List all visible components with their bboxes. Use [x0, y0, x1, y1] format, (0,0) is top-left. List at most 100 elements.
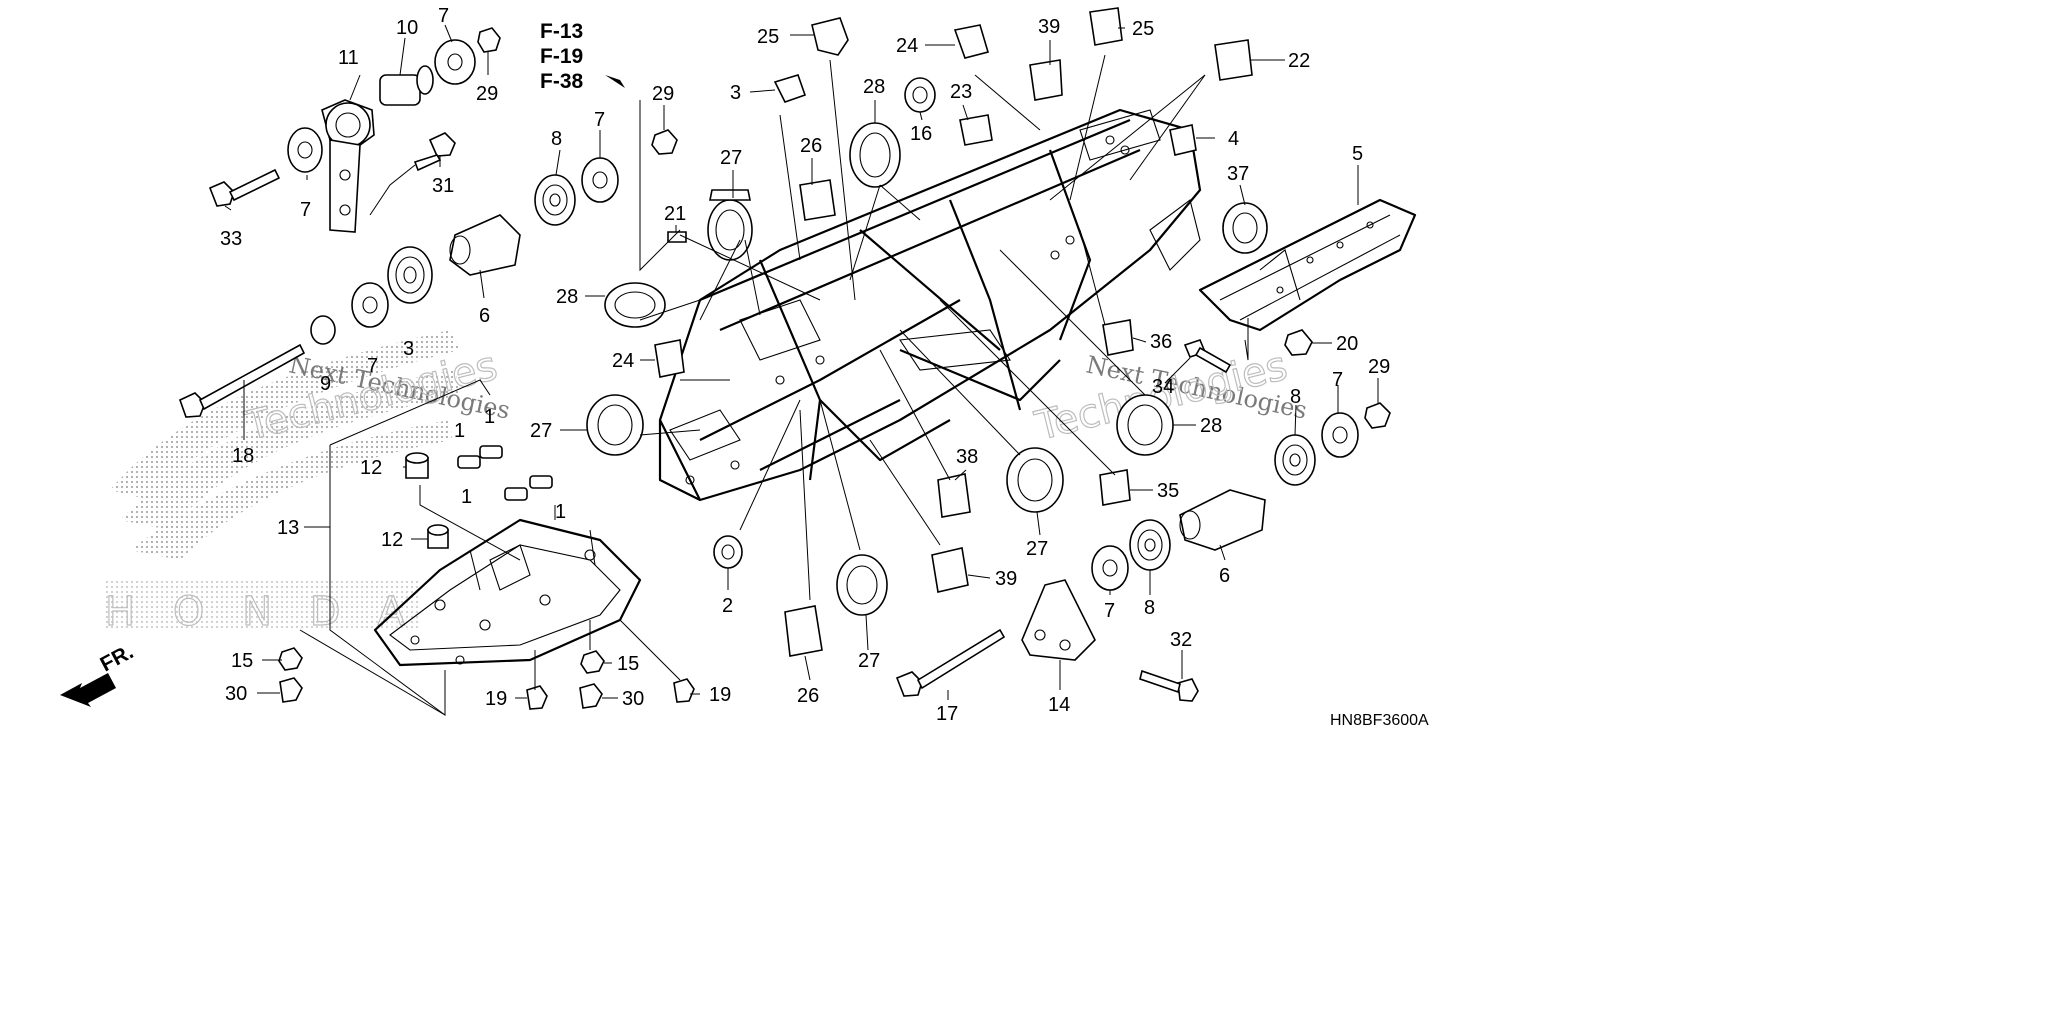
callout-12: 12 — [360, 457, 382, 479]
callout-32: 32 — [1170, 629, 1192, 651]
callout-13: 13 — [277, 517, 299, 539]
nuts-15 — [278, 647, 605, 674]
nut-20 — [1284, 329, 1313, 356]
washer-7-bottom — [1091, 545, 1129, 591]
grommets-1 — [457, 445, 553, 501]
callout-27: 27 — [858, 650, 880, 672]
callout-34: 34 — [1152, 376, 1174, 398]
callout-29: 29 — [476, 83, 498, 105]
callout-18: 18 — [232, 445, 254, 467]
nut-29-right — [1364, 402, 1391, 429]
bushing-8-lower — [1129, 519, 1171, 571]
front-direction-arrow: FR. — [60, 640, 137, 707]
clamp-24-top — [953, 24, 990, 59]
honda-wing-watermark — [105, 330, 460, 630]
drawing-code: HN8BF3600A — [1330, 712, 1429, 729]
clamp-35 — [1099, 469, 1131, 506]
callout-4: 4 — [1228, 128, 1239, 150]
callout-26: 26 — [800, 135, 822, 157]
callout-25: 25 — [1132, 18, 1154, 40]
band-28-right — [1116, 394, 1174, 456]
bushing-3-left — [387, 246, 433, 304]
callout-35: 35 — [1157, 480, 1179, 502]
callout-12: 12 — [381, 529, 403, 551]
damper-6-left — [449, 214, 521, 276]
washer-7-left — [287, 127, 323, 173]
callout-19: 19 — [485, 688, 507, 710]
clamp-39-lower — [931, 547, 969, 593]
callout-7: 7 — [1332, 369, 1343, 391]
callout-20: 20 — [1336, 333, 1358, 355]
band-28-left — [604, 282, 666, 328]
bushing-8-right — [1274, 434, 1316, 486]
callout-3: 3 — [403, 338, 414, 360]
callout-37: 37 — [1227, 163, 1249, 185]
callout-7: 7 — [594, 109, 605, 131]
bushing-8-upper — [534, 174, 576, 226]
band-37 — [1222, 202, 1268, 254]
callout-5: 5 — [1352, 143, 1363, 165]
clamp-25-top — [811, 17, 849, 56]
clamp-38 — [937, 473, 971, 518]
callout-22: 22 — [1288, 50, 1310, 72]
callout-39: 39 — [1038, 16, 1060, 38]
callout-6: 6 — [479, 305, 490, 327]
collar-9 — [310, 315, 336, 345]
band-27-lower-right — [1006, 447, 1064, 513]
skid-plate-bracket — [329, 379, 491, 716]
damper-10 — [379, 65, 434, 106]
clamp-36 — [1102, 319, 1134, 356]
callout-6: 6 — [1219, 565, 1230, 587]
callout-1: 1 — [484, 406, 495, 428]
bolt-21 — [667, 231, 687, 243]
washer-7-upper — [581, 157, 619, 203]
clip-3 — [773, 74, 807, 103]
band-27-left — [586, 394, 644, 456]
callout-27: 27 — [530, 420, 552, 442]
bolts-30 — [279, 677, 603, 709]
bolt-17 — [895, 628, 1006, 697]
callout-17: 17 — [936, 703, 958, 725]
callout-15: 15 — [617, 653, 639, 675]
callout-39: 39 — [995, 568, 1017, 590]
callout-23: 23 — [950, 81, 972, 103]
callout-8: 8 — [1290, 386, 1301, 408]
clamp-22 — [1214, 39, 1253, 81]
callout-38: 38 — [956, 446, 978, 468]
callout-30: 30 — [622, 688, 644, 710]
washer-7-lower — [351, 282, 389, 328]
callout-29: 29 — [652, 83, 674, 105]
callout-28: 28 — [863, 76, 885, 98]
callout-28: 28 — [556, 286, 578, 308]
callout-33: 33 — [220, 228, 242, 250]
callout-15: 15 — [231, 650, 253, 672]
bushing-11 — [321, 99, 375, 233]
direction-label: FR. — [97, 640, 138, 676]
callout-8: 8 — [551, 128, 562, 150]
bolt-18 — [179, 343, 306, 418]
callout-28: 28 — [1200, 415, 1222, 437]
callout-1: 1 — [454, 420, 465, 442]
callout-19: 19 — [709, 684, 731, 706]
damper-6-right — [1179, 489, 1266, 551]
bolt-34 — [1183, 339, 1232, 374]
callout-8: 8 — [1144, 597, 1155, 619]
leader-lines — [224, 24, 1379, 700]
callout-14: 14 — [1048, 694, 1070, 716]
callout-16: 16 — [910, 123, 932, 145]
callout-29: 29 — [1368, 356, 1390, 378]
clamp-25-right — [1089, 7, 1123, 46]
callout-11: 11 — [338, 47, 359, 69]
sub-frame — [1198, 198, 1417, 332]
nut-29-top — [477, 27, 501, 53]
callout-24: 24 — [612, 350, 634, 372]
band-27-lower — [836, 554, 888, 616]
skid-plate — [373, 518, 642, 667]
bolts-19 — [526, 678, 695, 710]
callout-7: 7 — [438, 5, 449, 27]
bolt-32 — [1139, 669, 1199, 702]
callout-7: 7 — [1104, 600, 1115, 622]
callout-9: 9 — [320, 373, 331, 395]
washer-7-right — [1321, 412, 1359, 458]
bolt-31 — [413, 132, 456, 172]
